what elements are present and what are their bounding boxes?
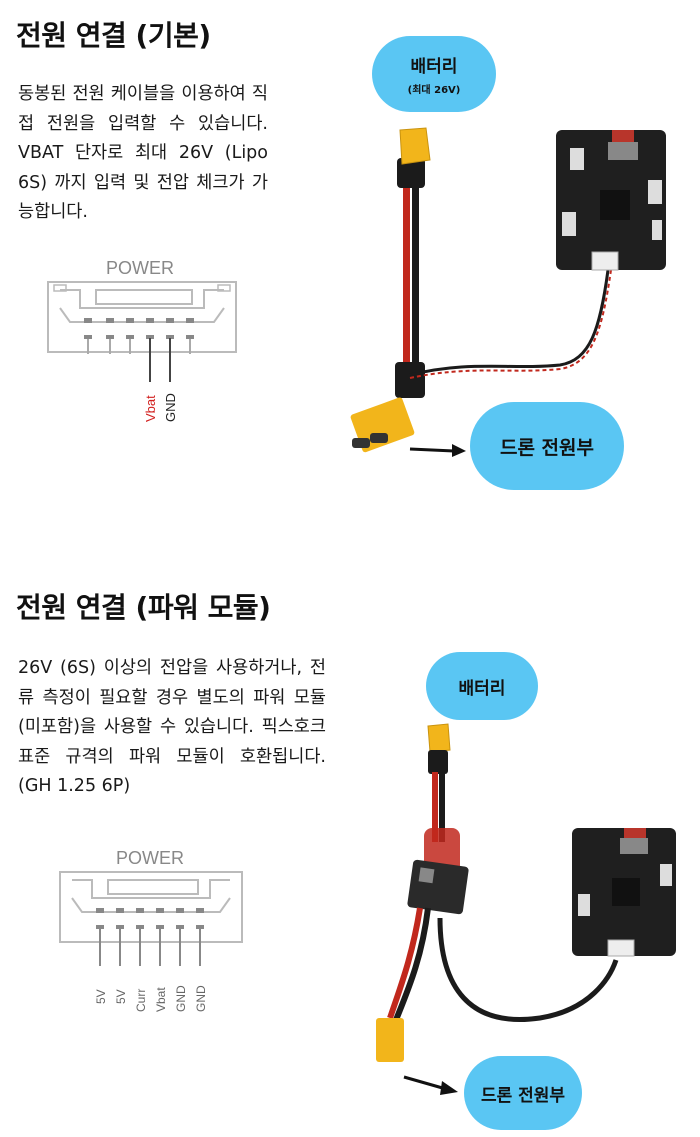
- section1-description: 동봉된 전원 케이블을 이용하여 직접 전원을 입력할 수 있습니다. VBAT…: [18, 84, 268, 222]
- drone-power-pill-label: 드론 전원부: [499, 436, 594, 459]
- connector-title: POWER: [106, 258, 174, 278]
- battery-pill: 배터리 (최대 26V): [372, 36, 496, 112]
- drone-power-pill: 드론 전원부: [470, 402, 624, 490]
- pin-label-curr: Curr: [134, 989, 148, 1012]
- arrow-right-icon: [403, 1075, 458, 1095]
- flight-controller-board: [572, 828, 676, 957]
- power-connector-diagram-basic: POWER Vbat GND: [47, 258, 237, 422]
- battery-pill-label: 배터리: [458, 678, 506, 699]
- pin-label-gnd-1: GND: [174, 985, 188, 1012]
- pin-label-vbat: Vbat: [154, 987, 168, 1012]
- section2-title: 전원 연결 (파워 모듈): [16, 591, 271, 624]
- power-connector-diagram-module: POWER 5V 5V Curr Vbat GND GND: [59, 848, 243, 1012]
- pin-label-gnd: GND: [163, 393, 178, 422]
- battery-pill-label: 배터리: [410, 57, 458, 77]
- drone-power-pill: 드론 전원부: [464, 1056, 582, 1130]
- drone-power-pill-label: 드론 전원부: [480, 1085, 566, 1106]
- connector-title: POWER: [116, 848, 184, 868]
- section2-description: 26V (6S) 이상의 전압을 사용하거나, 전류 측정이 필요할 경우 별도…: [18, 658, 326, 796]
- section1-title: 전원 연결 (기본): [16, 19, 211, 52]
- pin-label-5v-2: 5V: [114, 989, 128, 1004]
- arrow-right-icon: [409, 444, 466, 457]
- battery-cable-photo: [350, 127, 666, 453]
- power-module-photo: [376, 723, 676, 1062]
- pin-label-5v-1: 5V: [94, 989, 108, 1004]
- pin-label-vbat: Vbat: [143, 395, 158, 422]
- battery-pill-sub: (최대 26V): [407, 85, 461, 96]
- battery-pill: 배터리: [426, 652, 538, 720]
- flight-controller-board: [556, 130, 666, 271]
- pin-label-gnd-2: GND: [194, 985, 208, 1012]
